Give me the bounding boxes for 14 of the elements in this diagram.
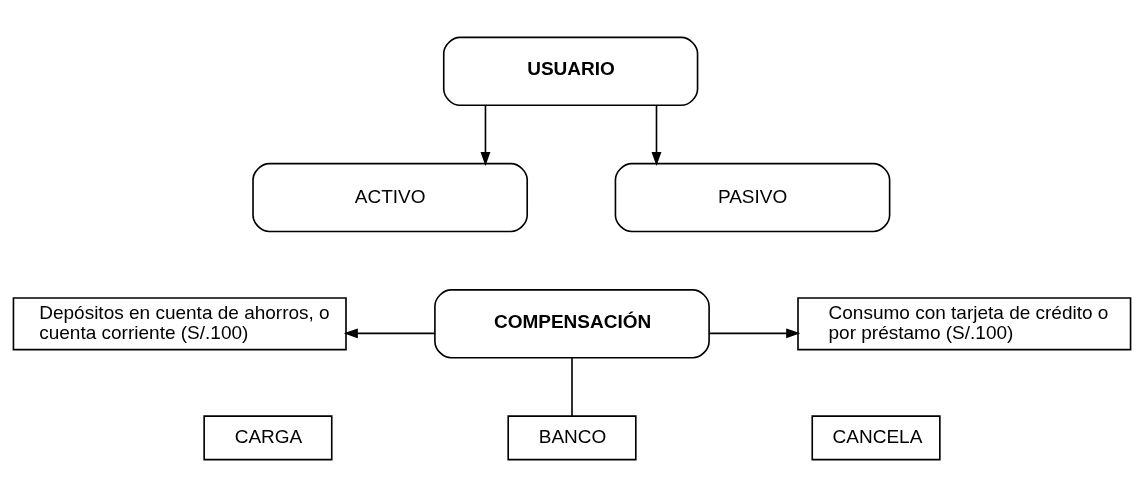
node-box: CANCELA <box>811 415 941 461</box>
node-box: CARGA <box>203 415 333 461</box>
node-box: PASIVO <box>614 162 891 233</box>
arrow <box>480 105 491 167</box>
node-box: BANCO <box>507 415 637 461</box>
arrow <box>343 328 436 339</box>
node-box: ACTIVO <box>252 162 529 233</box>
node-box: Consumo con tarjeta de crédito o por préstamo (S/.100) <box>797 297 1132 351</box>
node-box: Depósitos en cuenta de ahorros, o cuenta corriente (S/.100) <box>12 297 347 351</box>
arrow <box>651 105 662 167</box>
node-box: COMPENSACIÓN <box>434 289 710 359</box>
node-box: USUARIO <box>442 36 699 107</box>
connector <box>571 357 573 417</box>
arrow <box>708 328 801 339</box>
